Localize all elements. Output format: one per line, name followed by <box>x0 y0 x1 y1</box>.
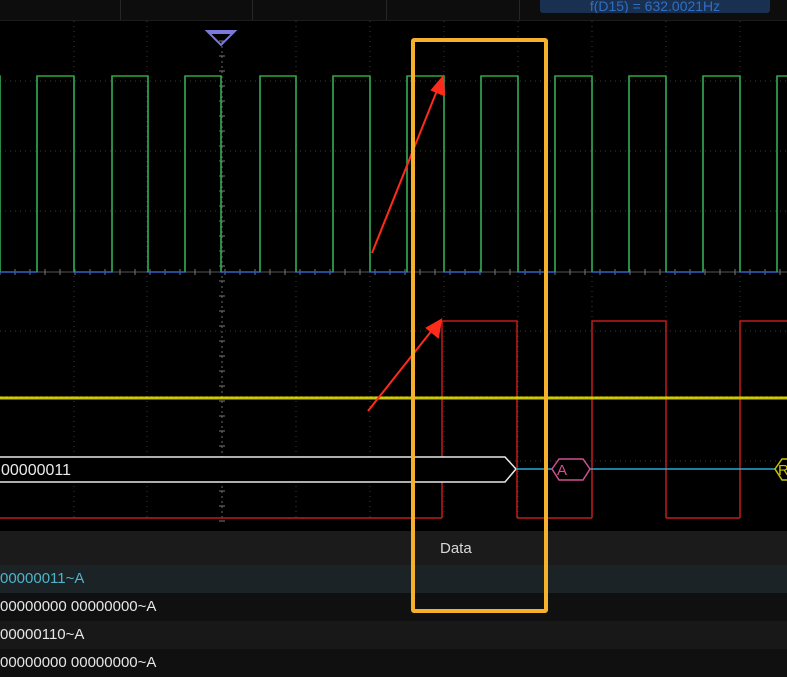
arrow-head-icon <box>425 318 443 339</box>
row-data: 00000000 00000000~A <box>0 598 157 615</box>
top-toolbar: f(D15) = 632.0021Hz <box>0 0 787 20</box>
channel-green-waveform <box>0 75 787 272</box>
toolbar-divider <box>386 0 387 20</box>
toolbar-divider <box>120 0 121 20</box>
row-data: 00000000 00000000~A <box>0 654 157 671</box>
annotation-arrows <box>367 74 446 412</box>
channel-blue-waveform <box>0 76 778 273</box>
row-data: 00000011~A <box>0 570 85 587</box>
arrow-head-icon <box>430 74 446 97</box>
bus-marker-a-text: A <box>557 462 567 479</box>
bus-marker-r-shape <box>774 458 787 481</box>
axis-ticks <box>0 40 781 522</box>
decode-table: Data 00000011~A 00000000 00000000~A 0000… <box>0 531 787 677</box>
row-data: 00000110~A <box>0 626 85 643</box>
bus-marker-r-text: R <box>778 462 787 479</box>
bus-value-text: 00000011 <box>1 462 71 479</box>
frequency-readout: f(D15) = 632.0021Hz <box>540 0 770 13</box>
toolbar-divider <box>252 0 253 20</box>
table-row[interactable]: 00000000 00000000~A <box>0 649 787 677</box>
table-row[interactable]: 00000011~A <box>0 565 787 593</box>
table-row[interactable]: 00000110~A <box>0 621 787 649</box>
center-axes <box>0 41 787 521</box>
column-header-data[interactable]: Data <box>440 540 472 557</box>
bus-marker-a-shape <box>551 458 591 481</box>
table-row[interactable]: 00000000 00000000~A <box>0 593 787 621</box>
table-header: Data <box>0 531 787 566</box>
trigger-marker-icon <box>204 30 238 47</box>
toolbar-divider <box>519 0 520 20</box>
waveform-canvas: 00000011 A R <box>0 21 787 522</box>
arrow-line <box>367 328 434 412</box>
grid <box>0 21 787 521</box>
waveform-display[interactable]: 00000011 A R <box>0 20 787 531</box>
channel-red-waveform <box>0 320 787 519</box>
arrow-line <box>371 87 439 254</box>
bus-frame-shape <box>0 456 517 483</box>
